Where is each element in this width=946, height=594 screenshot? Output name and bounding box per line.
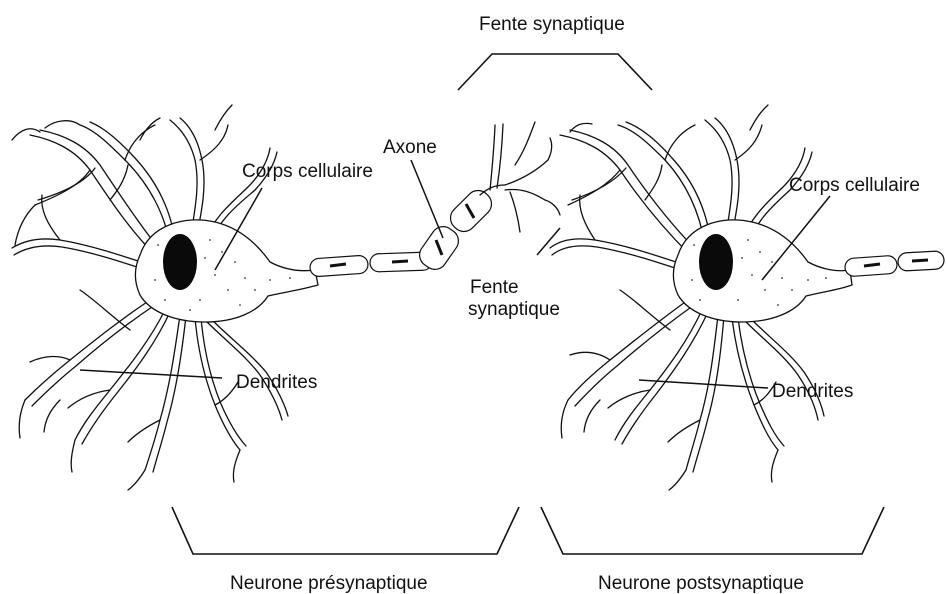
postsynaptic-nucleus bbox=[699, 234, 733, 290]
postsynaptic-axon bbox=[844, 251, 944, 277]
fente-mid-leader bbox=[537, 228, 560, 255]
label-dendrites-right: Dendrites bbox=[772, 381, 853, 402]
label-fente-mid-line1: Fente bbox=[470, 277, 519, 298]
label-dendrites-left: Dendrites bbox=[236, 372, 317, 393]
synaptic-cleft-top-bracket bbox=[458, 54, 652, 90]
presynaptic-axon-terminals bbox=[490, 122, 560, 232]
label-corps-cellulaire-right: Corps cellulaire bbox=[789, 175, 920, 196]
presynaptic-neuron-bracket bbox=[172, 507, 519, 554]
dendrites-left-leader bbox=[80, 370, 222, 378]
postsynaptic-neuron-bracket bbox=[541, 507, 884, 554]
presynaptic-cell-body bbox=[136, 220, 319, 322]
label-neurone-presynaptique: Neurone présynaptique bbox=[230, 573, 428, 594]
label-fente-synaptique-top: Fente synaptique bbox=[479, 14, 625, 35]
postsynaptic-neuron bbox=[550, 105, 944, 490]
label-neurone-postsynaptique: Neurone postsynaptique bbox=[598, 573, 804, 594]
label-axone: Axone bbox=[383, 137, 437, 158]
dendrites-right-leader bbox=[639, 380, 768, 388]
label-fente-mid-line2: synaptique bbox=[468, 299, 560, 320]
presynaptic-nucleus bbox=[163, 234, 197, 290]
presynaptic-axon bbox=[309, 185, 505, 277]
axone-leader bbox=[411, 160, 443, 238]
label-corps-cellulaire-left: Corps cellulaire bbox=[242, 161, 373, 182]
